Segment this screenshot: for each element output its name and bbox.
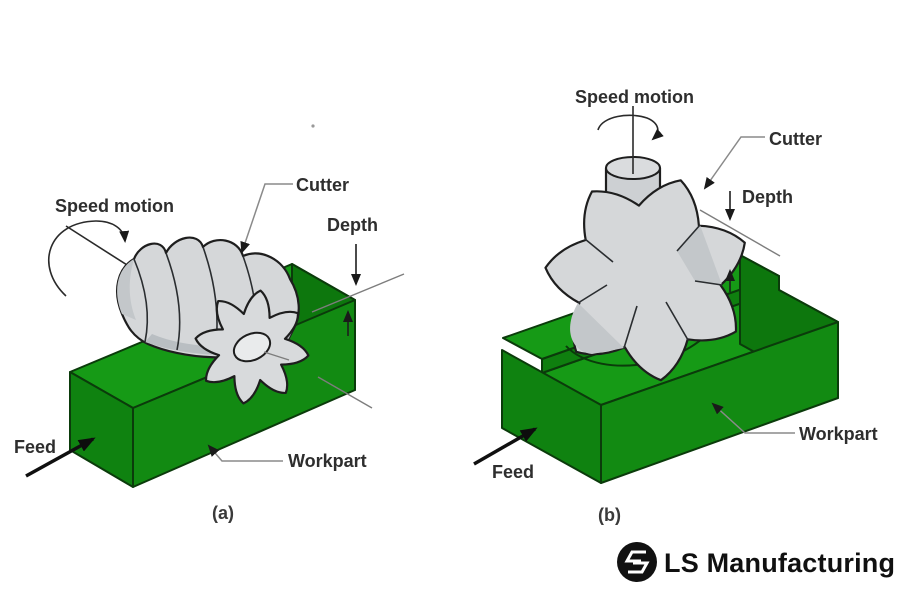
tooth-line — [584, 238, 614, 263]
caption-b: (b) — [598, 505, 621, 525]
label-depth-b: Depth — [742, 187, 793, 207]
workpart-b-left-face — [501, 349, 602, 484]
rotation-arrow-a — [48, 220, 130, 297]
leader-workpart-b — [711, 402, 795, 434]
tooth-line — [623, 305, 638, 349]
leader-cutter-a — [240, 183, 293, 254]
slab-mill-cutter-a — [116, 236, 373, 409]
cutter-tooth-shade-left — [570, 303, 624, 354]
leader-cutter-b — [703, 136, 765, 190]
slab-cutter-end-shade — [117, 259, 136, 320]
tooth-line — [694, 280, 723, 286]
feed-arrow-b — [473, 427, 538, 466]
label-depth-a: Depth — [327, 215, 378, 235]
logo: LS Manufacturing — [617, 542, 895, 582]
ls-monogram-glyph — [624, 550, 650, 574]
rotation-arrow-b — [597, 114, 664, 141]
flute-line — [165, 252, 181, 351]
depth-extension-line-b — [699, 209, 781, 257]
label-feed-b: Feed — [492, 462, 534, 482]
label-cutter-a: Cutter — [296, 175, 349, 195]
label-feed-a: Feed — [14, 437, 56, 457]
leader-workpart-a — [207, 444, 283, 462]
label-speed-motion-a: Speed motion — [55, 196, 174, 216]
face-mill-cutter-b — [544, 106, 746, 382]
depth-extension-line-a — [311, 273, 405, 313]
label-workpart-a: Workpart — [288, 451, 367, 471]
cutter-tooth-shade-right — [677, 225, 722, 285]
label-cutter-b: Cutter — [769, 129, 822, 149]
tooth-line — [665, 301, 689, 341]
feed-arrow-a — [25, 437, 96, 478]
label-workpart-b: Workpart — [799, 424, 878, 444]
logo-text: LS Manufacturing — [664, 548, 895, 578]
panel-a: Speed motion Cutter Dept — [14, 175, 405, 523]
tooth-line — [676, 224, 701, 252]
label-speed-motion-b: Speed motion — [575, 87, 694, 107]
flute-line — [133, 258, 149, 343]
arbor-extension-line — [317, 376, 373, 409]
caption-a: (a) — [212, 503, 234, 523]
arbor-tick-line — [263, 351, 290, 361]
tooth-line — [577, 284, 608, 304]
arbor-hole — [232, 331, 272, 363]
panel-b: Speed motion Cu — [473, 87, 878, 525]
stray-dot — [311, 124, 315, 128]
